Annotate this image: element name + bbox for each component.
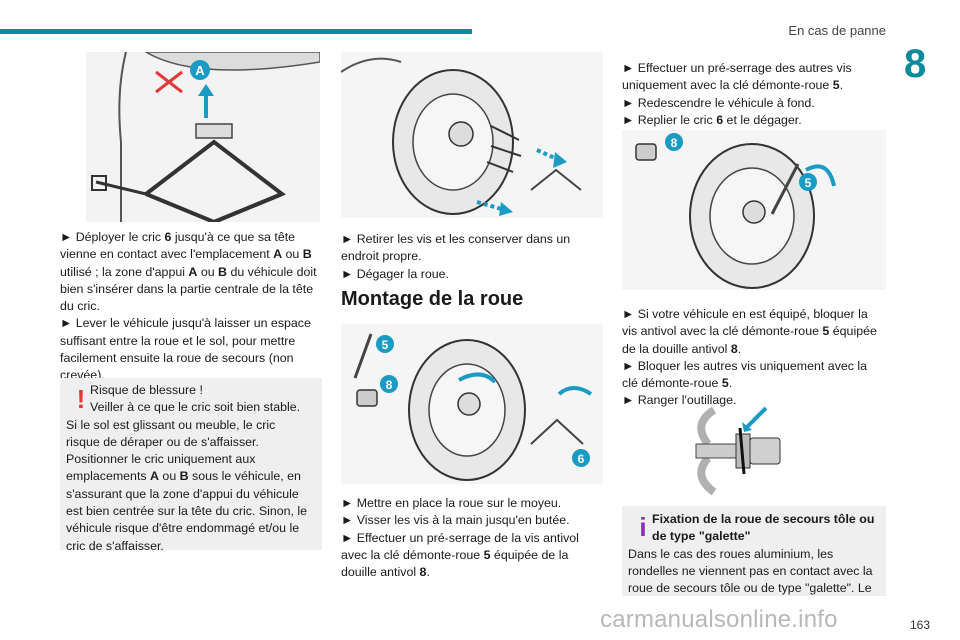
warning-box: ! Risque de blessure ! Veiller à ce que … [60, 378, 322, 553]
col3-para-1: ► Effectuer un pré-serrage des autres vi… [622, 61, 852, 93]
col2-para-1: ► Retirer les vis et les conserver dans … [341, 232, 571, 264]
col3-para-4: ► Si votre véhicule en est équipé, bloqu… [622, 307, 877, 356]
page-number: 163 [910, 618, 931, 632]
col2-para-2: ► Dégager la roue. [341, 266, 450, 281]
info-text: Dans le cas des roues aluminium, les ron… [628, 546, 873, 596]
wheel-removal-illustration [341, 52, 603, 218]
col2-para-3: ► Mettre en place la roue sur le moyeu. [341, 496, 562, 510]
chapter-number: 8 [904, 42, 927, 86]
info-box: i Fixation de la roue de secours tôle ou… [622, 506, 886, 596]
header-bar [0, 29, 472, 34]
col3-para-6: ► Ranger l'outillage. [622, 393, 737, 408]
col1-para-1: ► Déployer le cric 6 jusqu'à ce que sa t… [60, 230, 317, 314]
col3-para-5: ► Bloquer les autres vis uniquement avec… [622, 358, 868, 391]
info-title: Fixation de la roue de secours tôle ou d… [652, 512, 875, 544]
callout-6: 6 [578, 452, 585, 466]
col1-para-2: ► Lever le véhicule jusqu'à laisser un e… [60, 316, 311, 383]
col2-para-4: ► Visser les vis à la main jusqu'en buté… [341, 513, 570, 528]
warning-title: Risque de blessure ! [90, 383, 203, 397]
wheel-mounting-illustration: 5 8 6 [341, 324, 603, 484]
section-heading: Montage de la roue [341, 288, 524, 310]
watermark: carmanualsonline.info [600, 606, 838, 633]
callout-5: 5 [382, 338, 389, 352]
col2-para-5: ► Effectuer un pré-serrage de la vis ant… [341, 530, 579, 580]
warning-text: Veiller à ce que le cric soit bien stabl… [66, 400, 301, 449]
callout-a: A [195, 63, 205, 78]
col3-para-3: ► Replier le cric 6 et le dégager. [622, 112, 802, 127]
col3-para-2: ► Redescendre le véhicule à fond. [622, 95, 815, 110]
callout-a-circle [190, 60, 210, 80]
info-icon: i [639, 512, 647, 542]
wheel-tightening-illustration: 8 5 [622, 130, 886, 290]
warning-icon: ! [76, 384, 86, 414]
section-title-header: En cas de panne [788, 23, 886, 38]
callout-8b: 8 [671, 136, 678, 150]
callout-8: 8 [386, 378, 393, 392]
callout-5b: 5 [805, 176, 812, 190]
warning-text-2: Positionner le cric uniquement aux empla… [66, 452, 308, 553]
jack-illustration: A [86, 52, 320, 222]
bolt-washer-illustration [682, 404, 786, 498]
